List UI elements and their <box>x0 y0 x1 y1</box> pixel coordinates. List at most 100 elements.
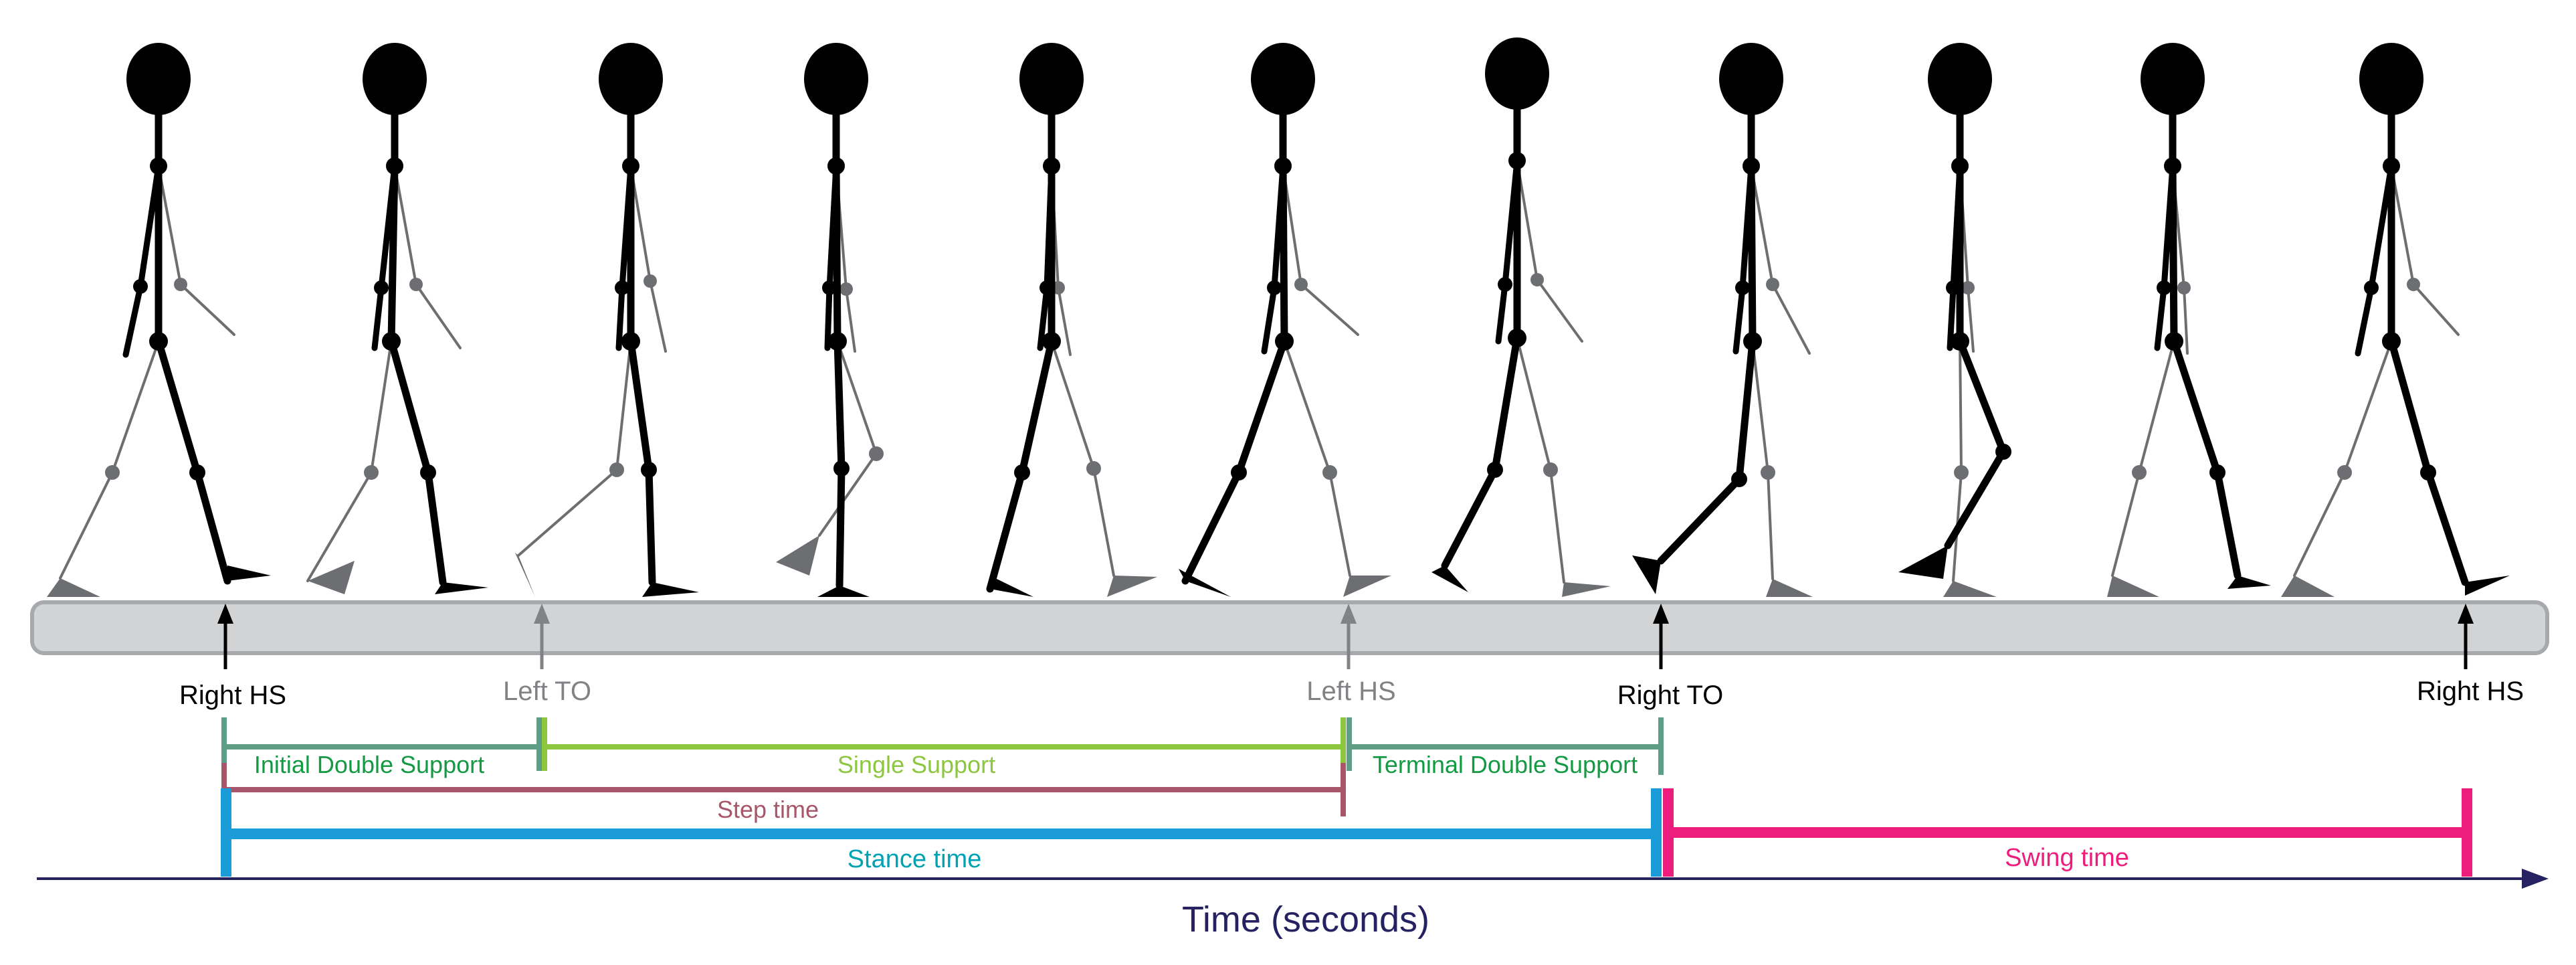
right-foot <box>2465 576 2510 596</box>
right-foot <box>1898 545 1948 579</box>
left-leg <box>59 340 160 580</box>
left-arm <box>629 165 667 353</box>
shoulder-joint <box>1274 157 1292 175</box>
left-elbow-joint <box>409 278 423 291</box>
right-elbow-joint <box>374 280 389 295</box>
event-arrow-left-hs <box>1341 604 1357 669</box>
walking-figure <box>1431 37 1611 597</box>
left-foot <box>1107 576 1157 597</box>
event-label-left-hs: Left HS <box>1306 677 1395 706</box>
right-foot <box>435 582 488 594</box>
walking-figure <box>1632 43 1813 597</box>
terminal-double-support-label: Terminal Double Support <box>1373 751 1638 778</box>
right-elbow-joint <box>1735 280 1750 295</box>
left-leg <box>1283 340 1351 577</box>
event-label-left-to: Left TO <box>503 677 591 706</box>
head <box>804 43 868 115</box>
left-arm <box>2390 165 2460 336</box>
hip-joint <box>382 332 401 351</box>
right-elbow-joint <box>133 279 148 294</box>
head <box>599 43 663 115</box>
left-elbow-joint <box>1766 278 1779 291</box>
left-knee-joint <box>1954 465 1969 480</box>
left-knee-joint <box>869 446 884 461</box>
left-arm <box>1750 165 1811 355</box>
left-foot <box>2107 576 2159 597</box>
left-arm <box>1516 159 1583 343</box>
left-elbow-joint <box>839 282 853 296</box>
initial-double-support-label: Initial Double Support <box>254 751 484 778</box>
right-leg <box>1181 337 1288 585</box>
left-elbow-joint <box>2407 278 2420 291</box>
left-elbow-joint <box>174 278 187 291</box>
step-time-label: Step time <box>717 796 819 823</box>
left-arm <box>1282 165 1359 336</box>
right-knee-joint <box>2420 464 2436 480</box>
left-leg <box>2111 340 2175 577</box>
right-knee-joint <box>1487 462 1503 478</box>
right-elbow-joint <box>1267 280 1282 295</box>
trunk <box>1747 108 1757 345</box>
right-leg <box>1441 334 1521 569</box>
right-foot <box>642 582 699 597</box>
left-knee-joint <box>1322 465 1337 480</box>
event-arrow-right-to <box>1653 604 1669 669</box>
shoulder-joint <box>827 157 845 175</box>
left-knee-joint <box>105 465 120 480</box>
right-elbow-joint <box>615 280 629 295</box>
time-axis-label: Time (seconds) <box>1182 899 1429 940</box>
head <box>1019 43 1084 115</box>
right-leg <box>387 337 447 586</box>
left-leg <box>1952 340 1963 582</box>
left-foot <box>2281 576 2335 597</box>
shoulder-joint <box>386 157 403 175</box>
shoulder-joint <box>150 157 167 175</box>
event-label-right-hs-end: Right HS <box>2417 677 2524 706</box>
left-leg <box>2293 340 2393 577</box>
right-leg <box>155 337 231 585</box>
hip-joint <box>1508 329 1526 347</box>
left-leg <box>1050 340 1115 577</box>
left-knee-joint <box>364 465 379 480</box>
head <box>1928 43 1992 115</box>
left-knee-joint <box>1543 462 1558 477</box>
right-foot <box>227 565 271 581</box>
right-leg <box>2387 337 2469 586</box>
right-foot <box>1431 565 1468 592</box>
walking-figure <box>515 43 699 597</box>
left-foot <box>776 535 819 576</box>
walking-figure <box>1179 43 1391 597</box>
left-elbow-joint <box>643 274 657 288</box>
shoulder-joint <box>2164 157 2181 175</box>
left-foot <box>515 553 535 597</box>
time-axis <box>37 869 2549 889</box>
right-knee-joint <box>189 464 205 480</box>
left-leg <box>306 340 393 582</box>
trunk <box>832 108 841 345</box>
head <box>1719 43 1783 115</box>
head <box>2359 43 2423 115</box>
hip-joint <box>1951 332 1969 351</box>
right-knee-joint <box>1995 444 2011 460</box>
left-foot <box>1562 582 1611 597</box>
right-foot <box>817 586 870 597</box>
left-elbow-joint <box>1530 273 1544 286</box>
shoulder-joint <box>622 157 639 175</box>
walking-figure <box>776 43 884 597</box>
left-leg <box>517 340 632 557</box>
hip-joint <box>1042 332 1061 351</box>
hip-joint <box>828 332 847 351</box>
head <box>2141 43 2205 115</box>
left-leg <box>1516 337 1565 584</box>
right-elbow-joint <box>1039 280 1054 295</box>
hip-joint <box>1743 332 1762 351</box>
event-arrow-left-to <box>534 604 550 669</box>
walking-figure <box>306 43 488 594</box>
right-knee-joint <box>1014 464 1030 480</box>
right-foot <box>2227 576 2271 589</box>
head <box>363 43 427 115</box>
right-leg <box>627 337 656 586</box>
left-knee-joint <box>2132 465 2147 480</box>
left-foot <box>47 578 100 597</box>
